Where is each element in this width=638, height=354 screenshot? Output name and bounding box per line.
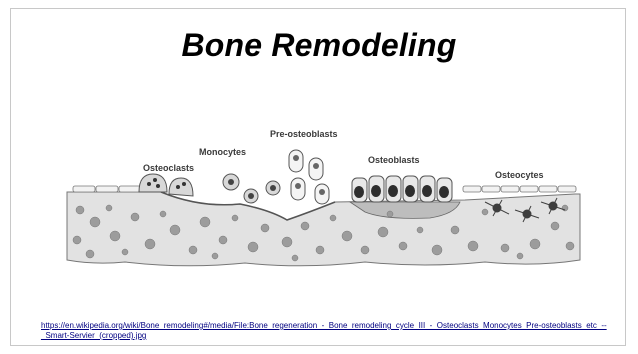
label-pre-osteoblasts: Pre-osteoblasts <box>270 129 338 139</box>
source-link[interactable]: https://en.wikipedia.org/wiki/Bone_remod… <box>41 321 611 341</box>
label-monocytes: Monocytes <box>199 147 246 157</box>
label-osteocytes: Osteocytes <box>495 170 544 180</box>
osteoblast-cells <box>352 176 452 202</box>
monocyte-cells <box>223 174 280 203</box>
slide-title: Bone Remodeling <box>11 27 627 64</box>
slide: Bone Remodeling <box>10 8 626 346</box>
bone-remodeling-diagram: Osteoclasts Monocytes Pre-osteoblasts Os… <box>65 122 585 272</box>
label-osteoclasts: Osteoclasts <box>143 163 194 173</box>
pre-osteoblast-cells <box>289 150 329 204</box>
lining-cells-left <box>73 186 141 192</box>
lining-cells-right <box>463 186 576 192</box>
diagram-svg <box>65 122 585 272</box>
label-osteoblasts: Osteoblasts <box>368 155 420 165</box>
